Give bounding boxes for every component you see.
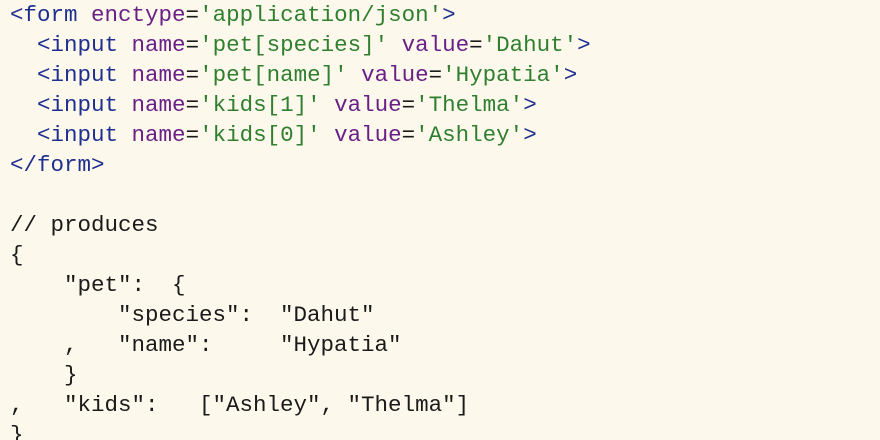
- code-token-punct: =: [185, 32, 200, 58]
- code-token-punct: =: [185, 62, 200, 88]
- code-token-tag: <input: [37, 92, 119, 118]
- code-token-str: 'Thelma': [415, 92, 524, 118]
- code-token-plain: [388, 32, 402, 58]
- code-token-plain: , "name": "Hypatia": [10, 332, 402, 358]
- code-token-tag: <input: [37, 122, 119, 148]
- code-token-punct: =: [185, 2, 200, 28]
- code-line: <input name='pet[name]' value='Hypatia'>: [10, 60, 577, 90]
- code-token-plain: [321, 122, 335, 148]
- code-token-plain: }: [10, 422, 24, 440]
- code-token-tag: >: [523, 122, 537, 148]
- code-token-plain: [10, 122, 37, 148]
- code-line: , "name": "Hypatia": [10, 330, 402, 360]
- code-token-plain: [348, 62, 362, 88]
- code-line: <form enctype='application/json'>: [10, 0, 456, 30]
- code-token-tag: >: [442, 2, 456, 28]
- code-token-plain: [10, 62, 37, 88]
- code-token-plain: }: [10, 362, 78, 388]
- code-token-str: 'pet[species]': [199, 32, 389, 58]
- code-token-tag: >: [523, 92, 537, 118]
- code-token-tag: >: [563, 62, 578, 88]
- code-token-str: 'Ashley': [415, 122, 524, 148]
- code-token-attr: name: [131, 92, 186, 118]
- code-line: {: [10, 240, 24, 270]
- code-token-plain: {: [10, 242, 24, 268]
- code-token-punct: =: [185, 92, 200, 118]
- code-token-str: 'pet[name]': [199, 62, 348, 88]
- code-line: <input name='kids[0]' value='Ashley'>: [10, 120, 537, 150]
- code-line: <input name='pet[species]' value='Dahut'…: [10, 30, 591, 60]
- code-token-tag: <input: [37, 32, 119, 58]
- code-token-punct: =: [428, 62, 443, 88]
- code-token-punct: =: [401, 92, 416, 118]
- code-token-plain: [118, 122, 132, 148]
- code-token-plain: "pet": {: [10, 272, 186, 298]
- code-token-tag: >: [577, 32, 591, 58]
- code-token-attr: value: [361, 62, 429, 88]
- code-line: </form>: [10, 150, 105, 180]
- code-token-plain: // produces: [10, 212, 159, 238]
- code-token-plain: [118, 62, 132, 88]
- code-token-tag: </form>: [10, 152, 105, 178]
- code-token-str: 'Dahut': [482, 32, 578, 58]
- code-token-plain: [118, 32, 132, 58]
- code-token-attr: enctype: [91, 2, 186, 28]
- code-line: <input name='kids[1]' value='Thelma'>: [10, 90, 537, 120]
- code-token-attr: value: [334, 122, 402, 148]
- code-line: }: [10, 360, 78, 390]
- code-token-attr: name: [131, 122, 186, 148]
- code-line: "pet": {: [10, 270, 186, 300]
- code-token-attr: name: [131, 32, 186, 58]
- code-token-str: 'Hypatia': [442, 62, 564, 88]
- code-token-tag: <input: [37, 62, 119, 88]
- code-token-str: 'kids[1]': [199, 92, 321, 118]
- code-token-plain: [10, 92, 37, 118]
- code-token-plain: , "kids": ["Ashley", "Thelma"]: [10, 392, 470, 418]
- code-token-punct: =: [469, 32, 483, 58]
- code-line: , "kids": ["Ashley", "Thelma"]: [10, 390, 469, 420]
- code-token-plain: [10, 32, 37, 58]
- code-token-punct: =: [185, 122, 200, 148]
- code-line: "species": "Dahut": [10, 300, 375, 330]
- code-token-attr: name: [131, 62, 186, 88]
- code-token-str: 'application/json': [199, 2, 443, 28]
- code-token-tag: <form: [10, 2, 78, 28]
- code-token-str: 'kids[0]': [199, 122, 321, 148]
- code-token-attr: value: [401, 32, 470, 58]
- code-line: }: [10, 420, 24, 440]
- code-token-attr: value: [334, 92, 402, 118]
- code-token-plain: [78, 2, 92, 28]
- code-line: // produces: [10, 210, 159, 240]
- code-token-plain: [118, 92, 132, 118]
- code-token-plain: "species": "Dahut": [10, 302, 375, 328]
- code-token-punct: =: [401, 122, 416, 148]
- code-token-plain: [321, 92, 335, 118]
